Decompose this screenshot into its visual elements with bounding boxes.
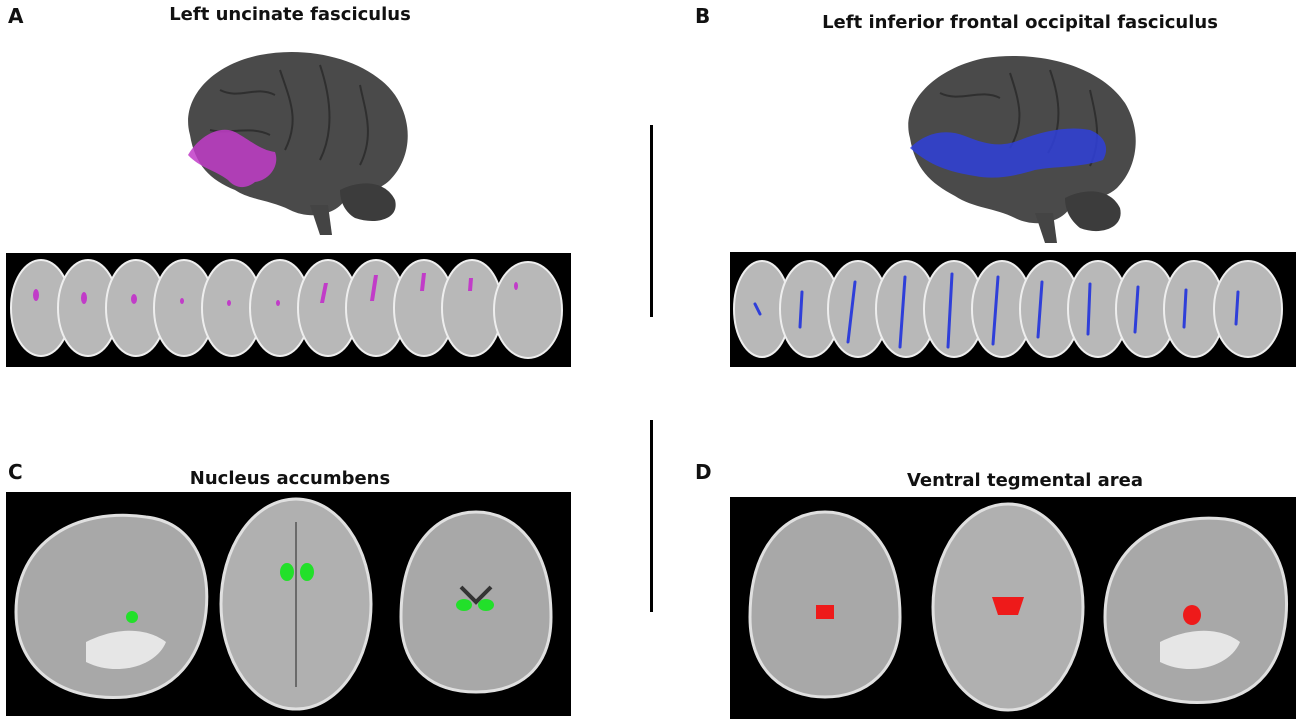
panel-title-b: Left inferior frontal occipital fascicul… [822, 12, 1218, 33]
panel-title-c: Nucleus accumbens [189, 468, 391, 489]
panel-letter-c: C [8, 460, 23, 484]
axial-slices-a [6, 253, 571, 367]
brain-render-a [188, 51, 408, 235]
panel-letter-a: A [8, 4, 24, 28]
divider-upper [650, 125, 653, 317]
sagittal-slice-c [14, 513, 209, 700]
panel-letter-b: B [695, 4, 711, 28]
panel-letter-d: D [695, 460, 712, 484]
mri-views-c [6, 492, 571, 716]
axial-slices-b [730, 252, 1296, 367]
mri-views-d [730, 497, 1296, 719]
coronal-slice-d [748, 510, 902, 699]
panel-title-d: Ventral tegmental area [906, 470, 1144, 491]
divider-lower [650, 420, 653, 612]
panel-title-a: Left uncinate fasciculus [169, 4, 411, 25]
brain-render-b [908, 55, 1136, 243]
